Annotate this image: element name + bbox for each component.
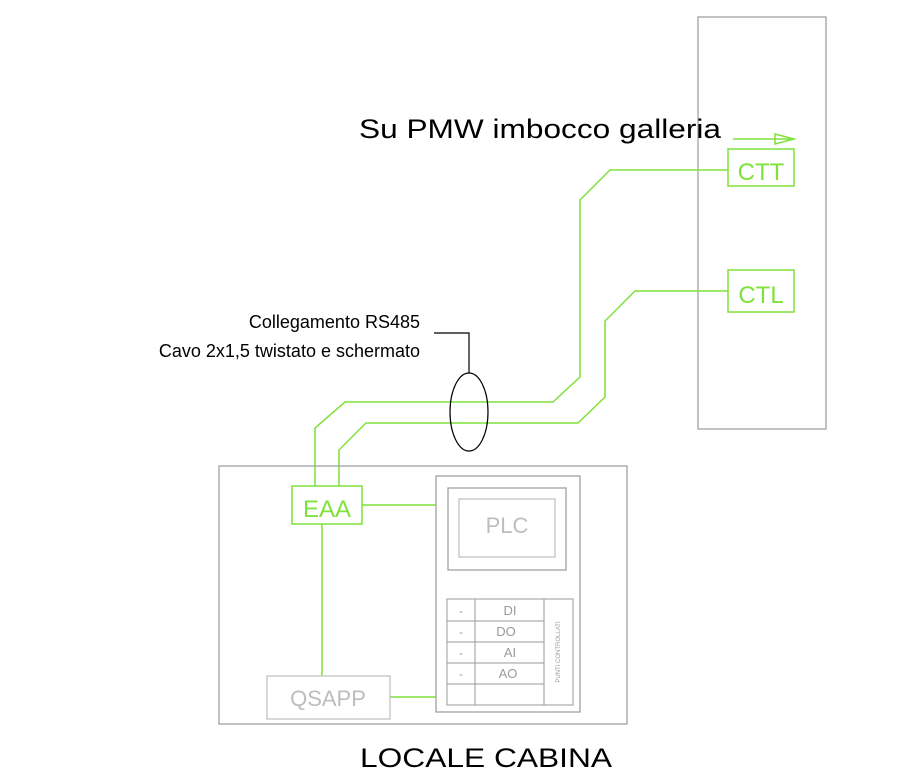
qsapp-label: QSAPP [290,686,366,711]
ctt-label: CTT [738,159,785,186]
io-side-label: PUNTI CONTROLLATI [556,621,562,683]
cable-ctt [314,169,728,486]
galleria-panel-frame [697,16,827,430]
cable-label-line1: Collegamento RS485 [249,312,420,332]
io-row-label: AO [499,666,518,681]
io-row-label: AI [504,645,516,660]
cabina-frame [218,465,628,725]
io-table: - DI - DO - AI - AO PUNTI CONTROLLATI [446,598,574,706]
io-row-mark: - [459,667,463,681]
io-row-mark: - [459,604,463,618]
io-row-mark: - [459,646,463,660]
eaa-label: EAA [303,496,351,523]
plc-module-outer [447,487,567,571]
plc-label: PLC [486,513,529,538]
io-row-mark: - [459,625,463,639]
ctl-label: CTL [738,282,783,309]
cable-bundle-marker [449,372,489,452]
ctt-device [727,148,795,187]
cabina-title: LOCALE CABINA [360,743,612,773]
cable-ctl [338,290,728,486]
plc-cabinet [435,475,581,713]
cable-label-line2: Cavo 2x1,5 twistato e schermato [159,341,420,361]
arrow-icon [733,133,797,145]
qsapp-device [266,675,391,720]
annotation-leader [434,332,470,373]
plc-module-inner [458,498,556,558]
io-row-label: DI [504,603,517,618]
galleria-title: Su PMW imbocco galleria [359,114,722,144]
io-row-label: DO [496,624,516,639]
